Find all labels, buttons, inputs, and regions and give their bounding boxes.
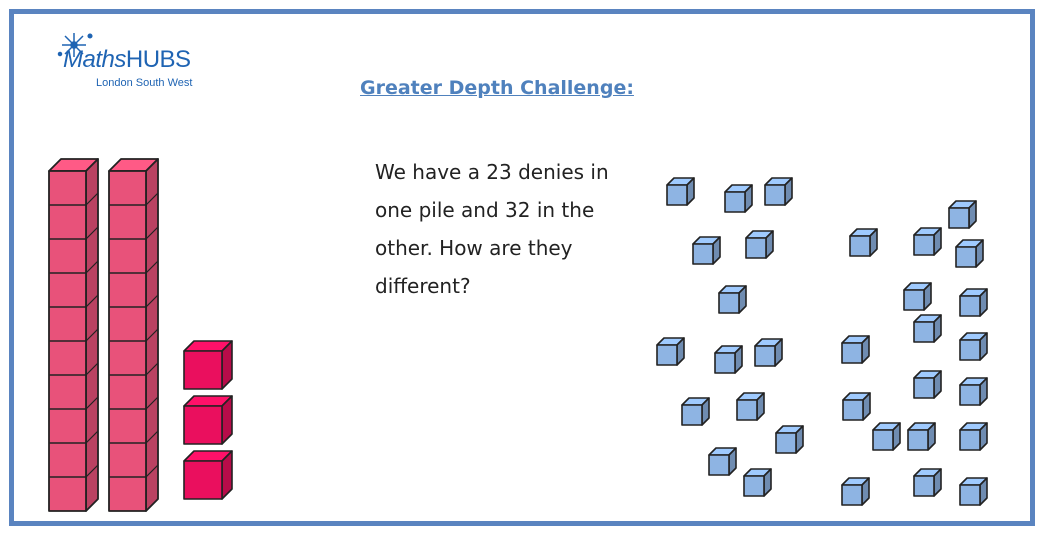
loose-cube <box>842 336 869 363</box>
tens-rod <box>109 159 158 511</box>
loose-cube <box>904 283 931 310</box>
loose-cube <box>960 333 987 360</box>
loose-cube <box>914 469 941 496</box>
ones-cube <box>184 451 232 499</box>
ones-cube <box>184 396 232 444</box>
loose-cube <box>873 423 900 450</box>
loose-cube <box>908 423 935 450</box>
loose-cube <box>843 393 870 420</box>
loose-cube <box>850 229 877 256</box>
loose-cube <box>746 231 773 258</box>
loose-cube <box>725 185 752 212</box>
loose-cube <box>949 201 976 228</box>
loose-cube <box>842 478 869 505</box>
loose-cube <box>914 228 941 255</box>
loose-cube <box>719 286 746 313</box>
loose-cube <box>960 423 987 450</box>
loose-cube <box>914 371 941 398</box>
loose-cube <box>657 338 684 365</box>
loose-cube <box>960 289 987 316</box>
loose-cube <box>914 315 941 342</box>
loose-cube <box>744 469 771 496</box>
loose-cube <box>956 240 983 267</box>
loose-cube <box>693 237 720 264</box>
loose-cube <box>776 426 803 453</box>
loose-cube <box>715 346 742 373</box>
loose-cube <box>682 398 709 425</box>
loose-cube <box>667 178 694 205</box>
tens-rod <box>49 159 98 511</box>
loose-cube <box>709 448 736 475</box>
loose-cube <box>755 339 782 366</box>
loose-cube <box>765 178 792 205</box>
loose-cube <box>960 378 987 405</box>
loose-cube <box>960 478 987 505</box>
ones-cube <box>184 341 232 389</box>
loose-cube <box>737 393 764 420</box>
